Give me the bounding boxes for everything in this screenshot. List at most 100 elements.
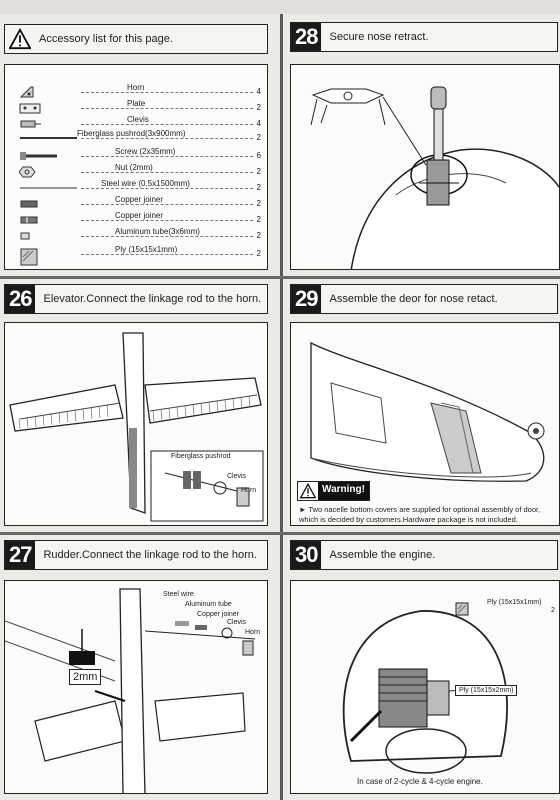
step26-header: 26 Elevator.Connect the linkage rod to t… bbox=[4, 284, 268, 314]
step29-header: 29 Assemble the deor for nose retact. bbox=[290, 284, 558, 314]
part-icon bbox=[19, 213, 43, 229]
step-number: 30 bbox=[291, 541, 322, 569]
accessory-item-qty: 2 bbox=[256, 249, 261, 258]
part-icon bbox=[19, 197, 43, 213]
step-title: Rudder.Connect the linkage rod to the ho… bbox=[43, 549, 257, 561]
horn-label: Horn bbox=[245, 629, 261, 636]
leader-line bbox=[81, 204, 253, 205]
part-icon bbox=[19, 131, 79, 147]
aluminum-tube-label: Aluminum tube bbox=[185, 601, 232, 608]
pushrod-label: Fiberglass pushrod bbox=[171, 453, 231, 460]
engine-caption: In case of 2-cycle & 4-cycle engine. bbox=[357, 777, 483, 786]
accessory-item-qty: 2 bbox=[256, 199, 261, 208]
step30-panel: Ply (15x15x1mm) 2 Ply (15x15x2mm) In cas… bbox=[290, 580, 560, 794]
steel-wire-label: Steel wire bbox=[163, 591, 194, 598]
warning-label: Warning! bbox=[318, 482, 369, 500]
clevis-label: Clevis bbox=[227, 619, 247, 626]
top-band bbox=[0, 0, 560, 14]
door-note-line1: ► Two nacelle bottom covers are supplied… bbox=[299, 505, 541, 514]
step-number: 26 bbox=[5, 285, 36, 313]
accessory-item-qty: 4 bbox=[256, 119, 261, 128]
row-divider-1 bbox=[0, 276, 560, 279]
step-number: 27 bbox=[5, 541, 36, 569]
step29-panel: Warning! ► Two nacelle bottom covers are… bbox=[290, 322, 560, 526]
accessory-item-qty: 2 bbox=[256, 183, 261, 192]
leader-line bbox=[81, 156, 253, 157]
warning-badge: Warning! bbox=[297, 481, 370, 501]
accessory-item-name: Clevis bbox=[127, 115, 149, 124]
accessory-item: Plate 2 bbox=[5, 99, 267, 115]
accessory-item-name: Nut (2mm) bbox=[115, 163, 153, 172]
accessory-item: Fiberglass pushrod(3x900mm) 2 bbox=[5, 129, 267, 145]
horn-label: Horn bbox=[241, 487, 257, 494]
step-title: Assemble the engine. bbox=[329, 549, 436, 561]
leader-line bbox=[81, 220, 253, 221]
part-icon bbox=[19, 247, 43, 269]
nose-retract-illustration bbox=[310, 86, 559, 269]
step-number: 29 bbox=[291, 285, 322, 313]
accessory-item-name: Ply (15x15x1mm) bbox=[115, 245, 178, 254]
clevis-label: Clevis bbox=[227, 473, 247, 480]
accessory-item: Copper joiner 2 bbox=[5, 195, 267, 211]
accessory-item-qty: 2 bbox=[256, 103, 261, 112]
leader-line bbox=[81, 108, 253, 109]
part-icon bbox=[19, 229, 43, 245]
leader-line bbox=[81, 236, 253, 237]
step28-panel bbox=[290, 64, 560, 270]
ply-label-2: Ply (15x15x2mm) bbox=[455, 685, 518, 696]
accessory-title: Accessory list for this page. bbox=[39, 33, 173, 45]
step26-panel: Fiberglass pushrod Clevis Horn bbox=[4, 322, 268, 526]
elevator-illustration bbox=[9, 332, 264, 522]
accessory-item: Screw (2x35mm)6 bbox=[5, 147, 267, 163]
accessory-item: Horn 4 bbox=[5, 83, 267, 99]
accessory-header: Accessory list for this page. bbox=[4, 24, 268, 54]
accessory-item-qty: 2 bbox=[256, 215, 261, 224]
nose-door-illustration bbox=[310, 341, 545, 482]
rudder-illustration bbox=[5, 588, 256, 793]
copper-joiner-label: Copper joiner bbox=[197, 611, 240, 618]
step27-header: 27 Rudder.Connect the linkage rod to the… bbox=[4, 540, 268, 570]
part-icon bbox=[19, 117, 43, 133]
leader-line bbox=[81, 92, 253, 93]
leader-line bbox=[81, 188, 253, 189]
part-icon bbox=[19, 181, 79, 197]
step-title: Assemble the deor for nose retact. bbox=[329, 293, 498, 305]
leader-line bbox=[81, 124, 253, 125]
row-divider-2 bbox=[0, 532, 560, 535]
accessory-item: Clevis 4 bbox=[5, 115, 267, 131]
step-title: Elevator.Connect the linkage rod to the … bbox=[43, 293, 262, 305]
accessory-item-name: Aluminum tube(3x6mm) bbox=[115, 227, 200, 236]
accessory-item-name: Fiberglass pushrod(3x900mm) bbox=[77, 129, 186, 138]
ply-label: Ply (15x15x1mm) bbox=[487, 599, 542, 606]
accessory-item-qty: 4 bbox=[256, 87, 261, 96]
step27-panel: 2mm Steel wire Aluminum tube Copper join… bbox=[4, 580, 268, 794]
accessory-item-name: Copper joiner bbox=[115, 195, 164, 204]
leader-line bbox=[81, 254, 253, 255]
accessory-item: Steel wire (0.5x1500mm) 2 bbox=[5, 179, 267, 195]
warning-triangle-icon bbox=[299, 483, 317, 499]
engine-illustration bbox=[342, 602, 508, 774]
part-icon bbox=[19, 85, 43, 101]
accessory-item-name: Horn bbox=[127, 83, 145, 92]
accessory-item-name: Plate bbox=[127, 99, 146, 108]
part-icon bbox=[19, 101, 43, 117]
door-note-line2: which is decided by customers.Hardware p… bbox=[299, 515, 518, 524]
leader-line bbox=[81, 138, 253, 139]
step28-header: 28 Secure nose retract. bbox=[290, 22, 558, 52]
accessory-item: Copper joiner 2 bbox=[5, 211, 267, 227]
accessory-item: Nut (2mm) 2 bbox=[5, 163, 267, 179]
step-number: 28 bbox=[291, 23, 322, 51]
part-icon bbox=[19, 149, 59, 165]
column-divider bbox=[280, 14, 283, 800]
accessory-item-name: Screw (2x35mm) bbox=[115, 147, 176, 156]
leader-line bbox=[81, 172, 253, 173]
accessory-item-qty: 2 bbox=[256, 167, 261, 176]
accessory-item-name: Copper joiner bbox=[115, 211, 164, 220]
accessory-item: Ply (15x15x1mm) 2 bbox=[5, 245, 267, 266]
accessory-item-qty: 2 bbox=[256, 133, 261, 142]
accessory-item: Aluminum tube(3x6mm) 2 bbox=[5, 227, 267, 243]
accessory-item-name: Steel wire (0.5x1500mm) bbox=[101, 179, 190, 188]
warning-triangle-icon bbox=[9, 28, 31, 50]
accessory-item-qty: 2 bbox=[256, 231, 261, 240]
